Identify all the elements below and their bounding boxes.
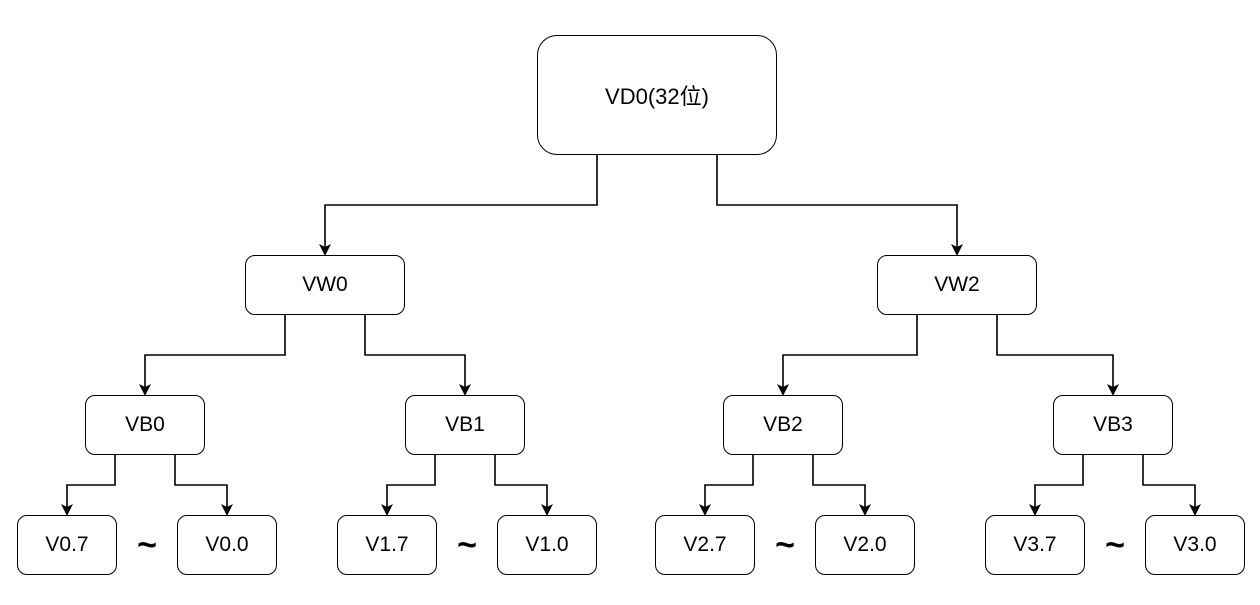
- edge-vw0-vb1: [364, 315, 471, 396]
- node-vb3: VB3: [1053, 395, 1173, 455]
- node-v1-7: V1.7: [337, 515, 437, 575]
- node-label: V0.0: [205, 533, 249, 556]
- node-vd0: VD0(32位): [537, 35, 777, 155]
- edge-vw0-vb0: [139, 315, 286, 396]
- edge-vb3-v3-0: [1142, 455, 1201, 516]
- edge-vd0-vw0: [319, 155, 598, 256]
- edge-vb1-v1-0: [494, 455, 553, 516]
- edge-vb3-v3-7: [1029, 455, 1084, 516]
- node-vw2: VW2: [877, 255, 1037, 315]
- node-label: VW2: [934, 273, 980, 296]
- node-label: V3.0: [1173, 533, 1217, 556]
- edge-vb0-v0-7: [61, 455, 116, 516]
- node-label: V3.7: [1013, 533, 1057, 556]
- range-tilde: ~: [137, 526, 157, 564]
- range-tilde: ~: [775, 526, 795, 564]
- node-v2-7: V2.7: [655, 515, 755, 575]
- range-tilde: ~: [457, 526, 477, 564]
- node-label: VW0: [302, 273, 348, 296]
- node-label: V1.7: [365, 533, 409, 556]
- edge-vw2-vb3: [996, 315, 1119, 396]
- node-v3-0: V3.0: [1145, 515, 1245, 575]
- node-label: V0.7: [45, 533, 89, 556]
- node-vb1: VB1: [405, 395, 525, 455]
- node-v0-0: V0.0: [177, 515, 277, 575]
- edge-vb2-v2-0: [812, 455, 871, 516]
- node-label: V2.7: [683, 533, 727, 556]
- node-v3-7: V3.7: [985, 515, 1085, 575]
- node-label: VB3: [1093, 413, 1133, 436]
- node-v1-0: V1.0: [497, 515, 597, 575]
- edges: [61, 155, 1201, 516]
- edge-vd0-vw2: [716, 155, 963, 256]
- edge-vb0-v0-0: [174, 455, 233, 516]
- node-label: V1.0: [525, 533, 569, 556]
- node-label: VB0: [125, 413, 165, 436]
- node-vb2: VB2: [723, 395, 843, 455]
- edge-vb2-v2-7: [699, 455, 754, 516]
- edge-vb1-v1-7: [381, 455, 436, 516]
- node-vw0: VW0: [245, 255, 405, 315]
- node-v2-0: V2.0: [815, 515, 915, 575]
- node-v0-7: V0.7: [17, 515, 117, 575]
- node-label: VB1: [445, 413, 485, 436]
- node-vb0: VB0: [85, 395, 205, 455]
- node-label: VB2: [763, 413, 803, 436]
- node-label: V2.0: [843, 533, 887, 556]
- range-tilde: ~: [1105, 526, 1125, 564]
- node-label: VD0(32位): [605, 84, 709, 109]
- edge-vw2-vb2: [777, 315, 918, 396]
